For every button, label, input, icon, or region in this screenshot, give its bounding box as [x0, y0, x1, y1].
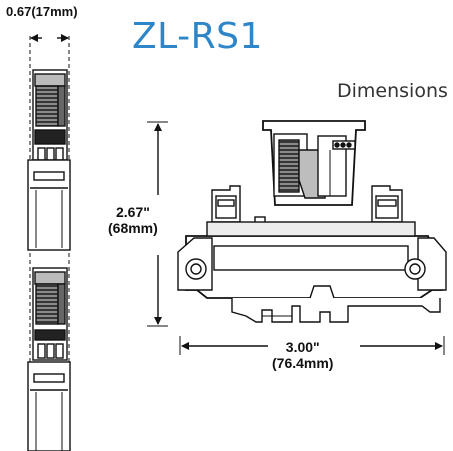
height-dimension-label: 2.67" (68mm)	[108, 204, 158, 236]
height-mm: (68mm)	[108, 220, 158, 236]
dimensions-heading: Dimensions	[337, 80, 448, 102]
relay-housing	[262, 120, 366, 206]
width-inches: 0.67	[6, 4, 32, 19]
product-title: ZL-RS1	[132, 16, 263, 57]
height-inches: 2.67"	[116, 204, 150, 220]
width-mm: (17mm)	[31, 4, 78, 19]
length-dimension-line	[179, 336, 445, 355]
length-dimension-label: 3.00" (76.4mm)	[272, 339, 333, 371]
socket-base	[177, 185, 447, 323]
length-mm: (76.4mm)	[272, 355, 334, 371]
length-inches: 3.00"	[285, 339, 320, 355]
width-dimension-label: 0.67(17mm)	[6, 4, 78, 20]
height-dimension-line	[147, 121, 168, 327]
side-view-upper	[27, 69, 71, 251]
side-view-lower	[27, 267, 71, 451]
